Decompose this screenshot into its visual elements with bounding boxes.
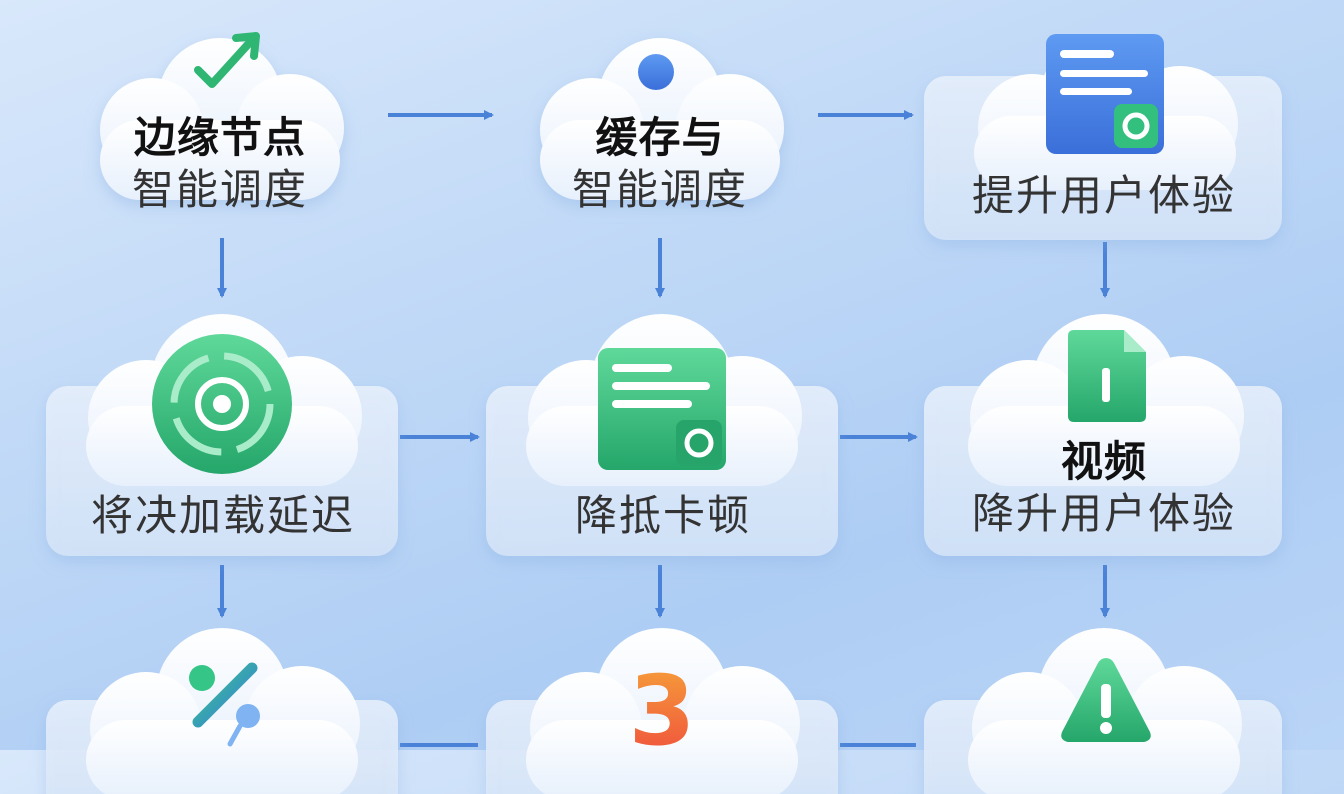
- document-card-icon: [598, 348, 726, 470]
- percent-icon: [189, 662, 260, 747]
- diagram-canvas: 边缘节点 智能调度 缓存与 智能调度: [46, 20, 1284, 794]
- target-icon: [152, 334, 292, 474]
- node-video: 视频 降升用户体验: [924, 306, 1284, 558]
- document-card-icon: [1046, 34, 1164, 154]
- node-edge-nodes: 边缘节点 智能调度: [70, 20, 370, 240]
- node-reduce-stutter: 降抵卡顿: [486, 306, 840, 558]
- node-bottom-left: [46, 624, 400, 794]
- node-title: 边缘节点: [133, 113, 306, 162]
- warning-icon: [1061, 658, 1151, 742]
- node-subtitle: 降抵卡顿: [574, 491, 751, 540]
- cloud-panel-shape: [924, 34, 1282, 240]
- node-title: 缓存与: [595, 113, 725, 162]
- node-subtitle: 提升用户体验: [971, 171, 1236, 220]
- node-bottom-middle: 3: [486, 624, 840, 794]
- cloud-shape: [100, 38, 344, 200]
- node-bottom-right: [924, 624, 1284, 794]
- node-title: 视频: [1060, 437, 1147, 486]
- check-arrow-icon: [194, 32, 260, 88]
- blue-dot-icon: [638, 54, 674, 90]
- node-subtitle: 智能调度: [131, 165, 308, 214]
- cloud-shape: [540, 38, 784, 200]
- node-subtitle: 将决加载延迟: [90, 491, 355, 540]
- node-improve-experience: 提升用户体验: [924, 20, 1284, 242]
- node-subtitle: 智能调度: [571, 165, 748, 214]
- node-reduce-latency: 将决加载延迟: [46, 306, 400, 558]
- number-icon: 3: [629, 658, 696, 758]
- file-icon: [1068, 330, 1146, 422]
- node-subtitle: 降升用户体验: [971, 489, 1236, 538]
- node-cache: 缓存与 智能调度: [510, 20, 810, 240]
- number-icon-text: 3: [629, 658, 696, 758]
- connectors: [217, 110, 1110, 747]
